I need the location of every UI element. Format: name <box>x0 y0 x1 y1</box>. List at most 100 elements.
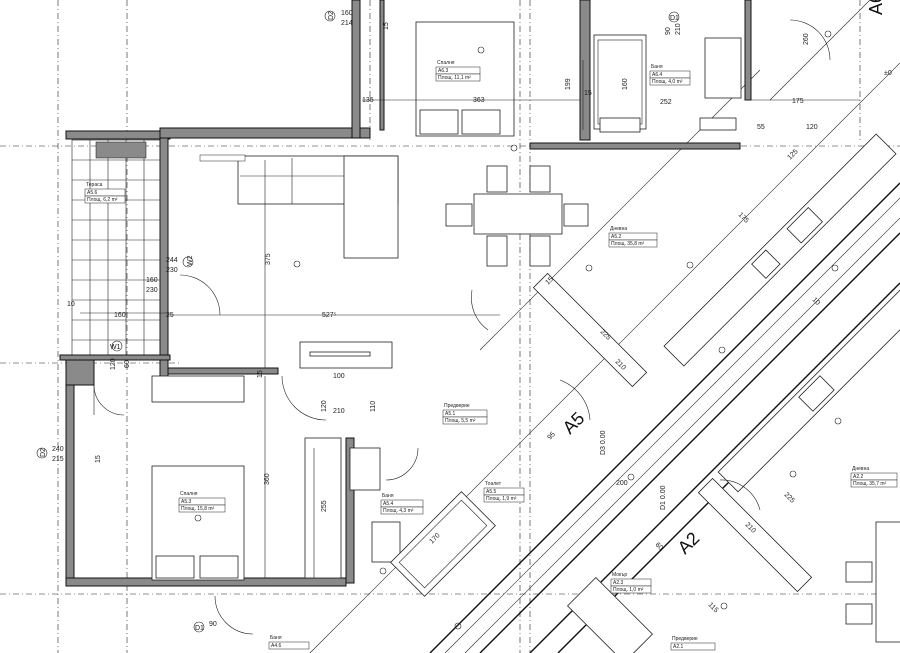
svg-text:375: 375 <box>265 253 272 265</box>
svg-text:360: 360 <box>264 473 271 485</box>
svg-text:125: 125 <box>786 148 799 161</box>
svg-text:244: 244 <box>166 257 178 264</box>
label-a46: Баня А4.6 <box>268 635 310 650</box>
svg-text:60: 60 <box>654 541 665 552</box>
svg-text:Площ. 1,0 m²: Площ. 1,0 m² <box>613 587 644 593</box>
svg-text:210: 210 <box>675 23 682 35</box>
label-a51: Предверие А5.1 Площ. 5,5 m² <box>442 403 488 425</box>
svg-text:230: 230 <box>166 267 178 274</box>
svg-text:D2: D2 <box>328 11 335 20</box>
svg-text:Мокър: Мокър <box>612 572 627 578</box>
svg-text:Баня: Баня <box>382 493 394 499</box>
svg-text:527⁵: 527⁵ <box>322 312 337 319</box>
bathroom-a54 <box>349 447 496 597</box>
svg-text:Площ. 5,5 m²: Площ. 5,5 m² <box>445 418 476 424</box>
svg-text:А5.1: А5.1 <box>445 411 456 417</box>
label-a52: Дневна А5.2 Площ. 35,8 m² <box>608 226 658 248</box>
svg-text:Площ. 11,1 m²: Площ. 11,1 m² <box>438 75 471 81</box>
svg-text:15: 15 <box>383 22 390 30</box>
svg-text:±0: ±0 <box>884 70 892 77</box>
svg-text:95: 95 <box>546 431 557 442</box>
svg-text:Площ. 6,2 m²: Площ. 6,2 m² <box>87 197 118 203</box>
label-a56: Тераса А5.6 Площ. 6,2 m² <box>84 182 126 204</box>
svg-text:214: 214 <box>341 20 353 27</box>
svg-text:D3 0.00: D3 0.00 <box>600 430 607 455</box>
label-a53: Спалня А5.3 Площ. 15,8 m² <box>178 491 226 513</box>
label-a22: Дневна А2.2 Площ. 35,7 m² <box>850 466 898 488</box>
label-a64-top: Баня А6.4 Площ. 4,0 m² <box>649 64 691 86</box>
svg-text:Площ. 1,9 m²: Площ. 1,9 m² <box>486 496 517 502</box>
svg-text:15: 15 <box>257 370 264 378</box>
svg-text:10: 10 <box>811 296 822 307</box>
svg-text:110: 110 <box>370 401 377 412</box>
door-tags: D1 D2 D2 W2 W1 D1 D3 0.00 D1 0.00 <box>36 10 680 633</box>
label-a23: Мокър А2.3 Площ. 1,0 m² <box>610 572 652 594</box>
svg-text:А2.3: А2.3 <box>613 580 624 586</box>
room-boxes-diagonal <box>532 272 813 653</box>
svg-text:10: 10 <box>67 301 75 308</box>
svg-text:Тераса: Тераса <box>86 182 103 188</box>
svg-text:Спалня: Спалня <box>437 60 455 66</box>
svg-text:А6.3: А6.3 <box>438 68 449 74</box>
svg-text:160: 160 <box>341 10 353 17</box>
svg-text:А5.3: А5.3 <box>181 499 192 505</box>
svg-text:135: 135 <box>362 97 374 104</box>
svg-text:90: 90 <box>209 621 217 628</box>
svg-text:55: 55 <box>757 124 765 131</box>
dimension-lines <box>80 60 860 578</box>
svg-text:А5.6: А5.6 <box>87 190 98 196</box>
dining-right <box>845 521 900 643</box>
label-a63-top: Спалня А6.3 Площ. 11,1 m² <box>435 60 481 82</box>
bed-left <box>151 465 245 581</box>
svg-text:Площ. 15,8 m²: Площ. 15,8 m² <box>181 506 215 512</box>
kitchen-a52 <box>663 133 897 367</box>
svg-text:160: 160 <box>114 312 126 319</box>
svg-text:А4.6: А4.6 <box>271 643 282 649</box>
svg-text:240: 240 <box>52 446 64 453</box>
svg-text:W2: W2 <box>187 255 194 266</box>
label-a55: Тоалет А5.5 Площ. 1,9 m² <box>483 481 525 503</box>
svg-text:200: 200 <box>616 480 628 487</box>
label-a54: Баня А5.4 Площ. 4,3 m² <box>380 493 424 515</box>
svg-text:А6.4: А6.4 <box>652 72 663 78</box>
svg-text:15: 15 <box>95 455 102 463</box>
label-a21: Предверие А2.1 <box>670 636 716 651</box>
fixture-markers <box>194 30 842 630</box>
terrace-tiles <box>71 139 161 356</box>
svg-text:60: 60 <box>124 360 131 368</box>
bathroom-top <box>593 34 742 133</box>
svg-text:175: 175 <box>792 98 804 105</box>
svg-text:А5.4: А5.4 <box>383 501 394 507</box>
door-swings <box>93 19 831 635</box>
svg-text:А5.5: А5.5 <box>486 489 497 495</box>
svg-text:Предверие: Предверие <box>672 636 698 642</box>
unit-label-a5: А5 <box>559 408 589 438</box>
svg-text:А2.1: А2.1 <box>673 644 684 650</box>
svg-text:D1: D1 <box>195 625 204 632</box>
svg-text:175: 175 <box>737 211 750 224</box>
svg-text:25: 25 <box>166 312 174 319</box>
sofa <box>199 154 399 259</box>
svg-text:D2: D2 <box>40 448 47 457</box>
svg-text:D1 0.00: D1 0.00 <box>660 485 667 510</box>
svg-text:D1: D1 <box>670 15 679 22</box>
wardrobe <box>151 375 342 579</box>
svg-text:120: 120 <box>110 358 117 370</box>
svg-text:15: 15 <box>544 276 555 287</box>
svg-text:Дневна: Дневна <box>852 466 869 472</box>
svg-text:Баня: Баня <box>270 635 282 641</box>
svg-text:215: 215 <box>52 456 64 463</box>
svg-text:160: 160 <box>146 277 158 284</box>
svg-text:210: 210 <box>333 408 345 415</box>
svg-text:Баня: Баня <box>651 64 663 70</box>
svg-text:Площ. 35,8 m²: Площ. 35,8 m² <box>611 241 645 247</box>
svg-text:А2.2: А2.2 <box>853 474 864 480</box>
svg-text:120: 120 <box>806 124 818 131</box>
room-labels: Спалня А6.3 Площ. 11,1 m² Баня А6.4 Площ… <box>84 60 898 651</box>
svg-text:120: 120 <box>321 400 328 412</box>
svg-text:115: 115 <box>707 601 720 614</box>
svg-text:260: 260 <box>803 33 810 45</box>
svg-text:Тоалет: Тоалет <box>485 481 502 487</box>
